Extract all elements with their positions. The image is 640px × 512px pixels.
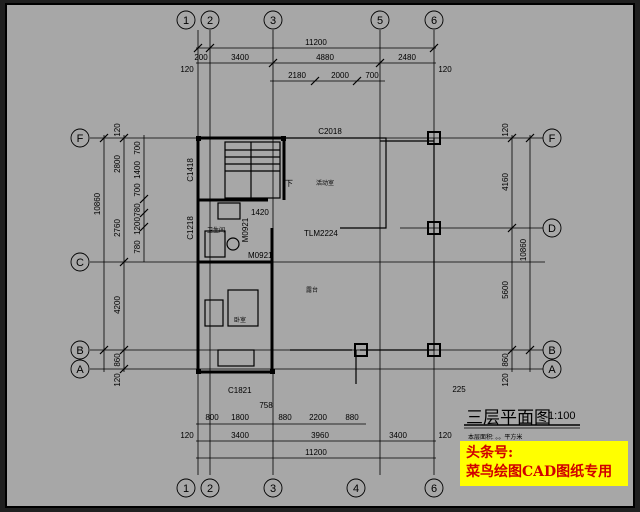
axis-bottom-1: 1 — [183, 483, 189, 495]
dim-bot-2200: 2200 — [309, 413, 327, 422]
dim-right-120a: 120 — [501, 123, 510, 137]
dim-left-1200: 1200 — [133, 217, 142, 235]
dim-top-700: 700 — [365, 71, 379, 80]
dim-bot-120a: 120 — [180, 431, 194, 440]
window-c1821: C1821 — [228, 386, 252, 395]
dim-right-120b: 120 — [501, 373, 510, 387]
dim-bot-120b: 120 — [438, 431, 452, 440]
axis-top-5: 5 — [377, 15, 383, 27]
axis-top-1: 1 — [183, 15, 189, 27]
room-bath: 卫生间 — [207, 226, 225, 234]
area-note: 本层面积: 。。平方米 — [468, 433, 522, 441]
axis-top-3: 3 — [270, 15, 276, 27]
dim-bot-880a: 880 — [278, 413, 292, 422]
dim-bot-total: 11200 — [305, 448, 327, 457]
plan-scale: 1:100 — [548, 410, 576, 422]
dim-left-700a: 700 — [133, 141, 142, 155]
dim-right-4160: 4160 — [501, 173, 510, 191]
axis-bottom-4: 4 — [353, 483, 359, 495]
watermark-line1: 头条号: — [466, 445, 514, 461]
dim-bot-225: 225 — [452, 385, 466, 394]
room-bedroom: 卧室 — [234, 316, 246, 324]
axis-left-a: A — [76, 364, 84, 376]
dim-top-2000: 2000 — [331, 71, 349, 80]
axis-right-f: F — [549, 133, 556, 145]
room-terrace: 露台 — [306, 286, 318, 294]
dim-left-860: 860 — [113, 353, 122, 367]
axis-bottom-6: 6 — [431, 483, 437, 495]
dim-bot-758: 758 — [259, 401, 273, 410]
axis-left-f: F — [77, 133, 84, 145]
dim-1420: 1420 — [251, 208, 269, 217]
dim-left-120a: 120 — [113, 123, 122, 137]
axis-top-2: 2 — [207, 15, 213, 27]
axis-bottom-3: 3 — [270, 483, 276, 495]
axis-top-6: 6 — [431, 15, 437, 27]
room-activity: 活动室 — [316, 179, 334, 187]
dim-bot-3400a: 3400 — [231, 431, 249, 440]
dim-bot-3960: 3960 — [311, 431, 329, 440]
dim-right-total: 10860 — [519, 238, 528, 261]
axis-left-b: B — [76, 345, 83, 357]
dim-left-total: 10860 — [93, 192, 102, 215]
dim-top-3400: 3400 — [231, 53, 249, 62]
axis-right-d: D — [548, 223, 556, 235]
dim-top-120a: 120 — [180, 65, 194, 74]
dim-bot-880b: 880 — [345, 413, 359, 422]
dim-bot-800: 800 — [205, 413, 219, 422]
axis-right-a: A — [548, 364, 556, 376]
door-m0921: M0921 — [248, 251, 273, 260]
dim-left-120b: 120 — [113, 373, 122, 387]
window-c1418: C1418 — [186, 158, 195, 182]
stair-down-label: 下 — [285, 179, 293, 188]
dim-top-2480: 2480 — [398, 53, 416, 62]
door-tlm2224: TLM2224 — [304, 229, 338, 238]
dim-left-2800: 2800 — [113, 155, 122, 173]
window-c1218: C1218 — [186, 216, 195, 240]
dim-left-780a: 780 — [133, 203, 142, 217]
dim-bot-3400b: 3400 — [389, 431, 407, 440]
watermark-line2: 菜鸟绘图CAD图纸专用 — [466, 464, 613, 480]
dim-left-780b: 780 — [133, 240, 142, 254]
dim-top-120b: 120 — [438, 65, 452, 74]
dim-top-200: 200 — [194, 53, 208, 62]
watermark-box: 头条号: 菜鸟绘图CAD图纸专用 — [460, 441, 628, 486]
axis-bottom-2: 2 — [207, 483, 213, 495]
dim-right-860: 860 — [501, 353, 510, 367]
plan-title: 三层平面图 — [466, 408, 551, 428]
axis-left-c: C — [76, 257, 84, 269]
axis-right-b: B — [548, 345, 555, 357]
dim-left-4200: 4200 — [113, 296, 122, 314]
dim-left-2760: 2760 — [113, 219, 122, 237]
door-m0921-v: M0921 — [241, 217, 250, 242]
dim-top-2180: 2180 — [288, 71, 306, 80]
dim-left-700b: 700 — [133, 183, 142, 197]
dim-top-4880: 4880 — [316, 53, 334, 62]
dim-left-1400: 1400 — [133, 161, 142, 179]
dim-bot-1800: 1800 — [231, 413, 249, 422]
window-c2018: C2018 — [318, 127, 342, 136]
dim-right-5600: 5600 — [501, 281, 510, 299]
dim-top-total: 11200 — [305, 38, 327, 47]
